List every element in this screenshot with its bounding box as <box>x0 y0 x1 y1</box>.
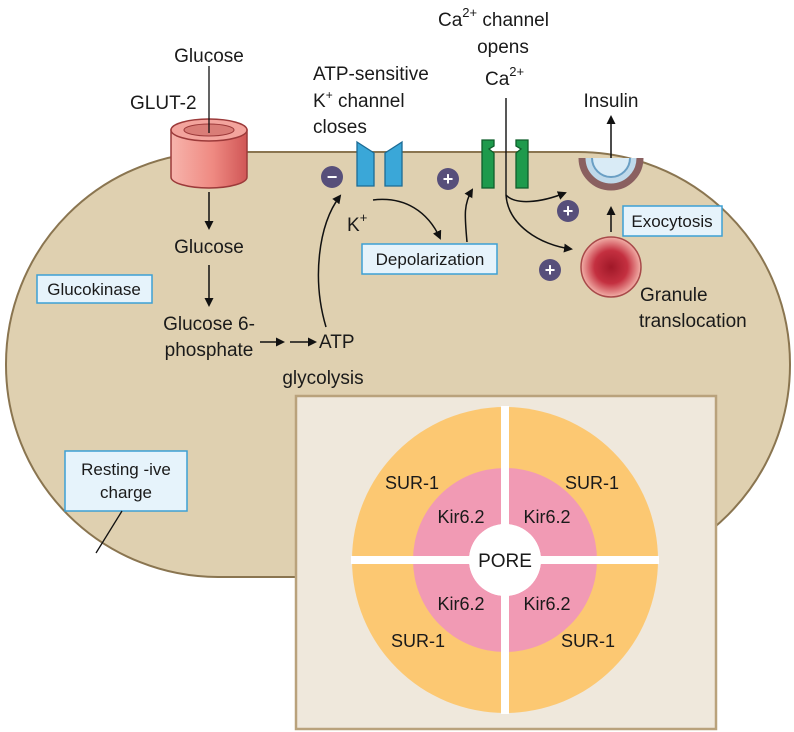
stimulation-sign-icon: + <box>557 200 579 222</box>
glycolysis-label: glycolysis <box>282 368 363 389</box>
insulin-vesicle-icon <box>578 157 644 191</box>
glucose-6-phosphate-label-line1: Glucose 6- <box>163 314 255 335</box>
glucose-extracellular-label: Glucose <box>174 46 244 67</box>
svg-text:+: + <box>563 201 574 221</box>
calcium-channel-label-line2: opens <box>477 37 529 58</box>
stimulation-sign-icon: + <box>437 168 459 190</box>
svg-text:Glucokinase: Glucokinase <box>47 280 141 299</box>
calcium-ion-label: Ca2+ <box>485 64 524 90</box>
glucokinase-box: Glucokinase <box>36 274 153 304</box>
granule-translocation-label-line2: translocation <box>639 311 747 332</box>
pore-label: PORE <box>478 551 532 572</box>
svg-text:charge: charge <box>100 483 152 502</box>
kir62-label-bottom-left: Kir6.2 <box>437 594 484 614</box>
calcium-channel-label-line1: Ca2+ channel <box>438 5 549 31</box>
kir62-label-top-left: Kir6.2 <box>437 507 484 527</box>
glucose-6-phosphate-label-line2: phosphate <box>165 340 254 361</box>
atp-label: ATP <box>319 332 355 353</box>
svg-text:Resting -ive: Resting -ive <box>81 460 171 479</box>
kir62-label-bottom-right: Kir6.2 <box>523 594 570 614</box>
potassium-ion-label: K+ <box>347 210 367 236</box>
katp-channel-icon <box>356 140 403 187</box>
insulin-label: Insulin <box>584 91 639 112</box>
svg-text:+: + <box>545 260 556 280</box>
katp-label-line3: closes <box>313 117 367 138</box>
inhibition-sign-icon: − <box>321 166 343 188</box>
calcium-channel-icon <box>481 139 529 189</box>
granule-translocation-label-line1: Granule <box>640 285 708 306</box>
katp-label-line2: K+ channel <box>313 88 405 112</box>
resting-charge-box: Resting -ive charge <box>64 450 188 512</box>
exocytosis-box: Exocytosis <box>622 205 723 237</box>
svg-text:+: + <box>443 169 454 189</box>
katp-label-line1: ATP-sensitive <box>313 64 429 85</box>
granule-icon <box>580 236 642 298</box>
sur1-label-top-right: SUR-1 <box>565 473 619 493</box>
svg-text:Depolarization: Depolarization <box>376 250 485 269</box>
katp-channel-cross-section-inset: PORE SUR-1 SUR-1 SUR-1 SUR-1 Kir6.2 Kir6… <box>294 394 718 731</box>
stimulation-sign-icon: + <box>539 259 561 281</box>
glut2-label: GLUT-2 <box>130 93 197 114</box>
depolarization-box: Depolarization <box>361 243 498 275</box>
sur1-label-top-left: SUR-1 <box>385 473 439 493</box>
glucose-intracellular-label: Glucose <box>174 237 244 258</box>
svg-text:−: − <box>327 167 338 187</box>
svg-text:Exocytosis: Exocytosis <box>631 212 712 231</box>
kir62-label-top-right: Kir6.2 <box>523 507 570 527</box>
sur1-label-bottom-left: SUR-1 <box>391 631 445 651</box>
sur1-label-bottom-right: SUR-1 <box>561 631 615 651</box>
